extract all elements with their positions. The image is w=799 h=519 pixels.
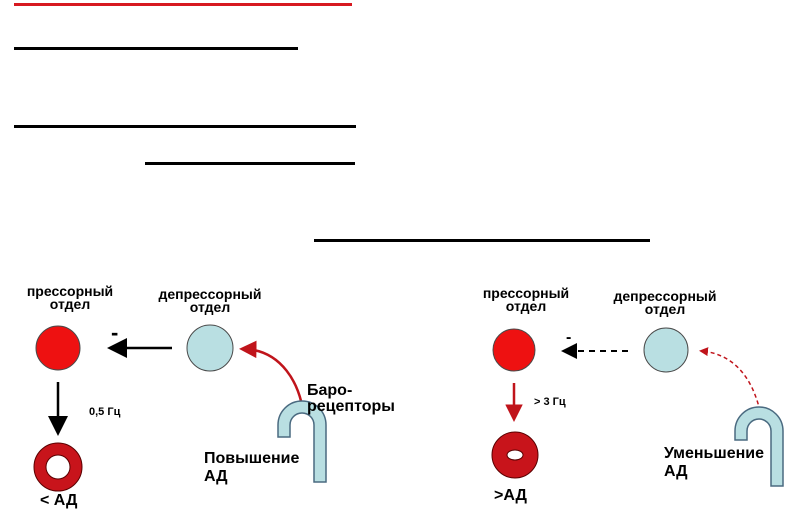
right-depressor-center [643,327,689,373]
left-pressor-label-line2: отдел [49,296,91,312]
underline-2 [14,125,356,128]
right-inhibit-sign: - [566,329,572,346]
right-receptor-signal-arrow [699,347,761,412]
left-pressor-label-line1: прессорный [26,283,114,299]
right-pressor-center [492,328,536,372]
top-accent-line [14,3,352,6]
right-depressor-label-line2: отдел [644,301,686,317]
right-result-label: >АД [494,487,527,504]
left-depressor-label-line1: депрессорный [158,286,262,302]
underline-4 [314,239,650,242]
right-pressor-label-line2: отдел [505,298,547,314]
underline-1 [14,47,298,50]
right-pressor-label: прессорный отдел [468,286,584,314]
right-pressure-change-line2: АД [664,463,688,480]
left-receptor-label-line2: рецепторы [307,398,395,415]
left-pressor-label: прессорный отдел [12,284,128,312]
right-depressor-label-line1: депрессорный [613,288,717,304]
left-pressor-center [35,325,81,371]
left-baroreceptor-icon [277,400,327,483]
left-depressor-center [186,324,234,372]
right-baroreceptor-icon [734,406,784,487]
left-pressure-change-line2: АД [204,468,228,485]
left-pressure-change-label: Повышение АД [204,450,299,486]
left-frequency-label: 0,5 Гц [89,406,121,418]
left-receptor-label-line1: Баро- [307,382,353,399]
left-pressure-change-line1: Повышение [204,450,300,467]
left-inhibit-sign: - [111,320,119,345]
left-result-label: < АД [40,492,78,509]
right-pressor-label-line1: прессорный [482,285,570,301]
right-frequency-label: > 3 Гц [534,396,566,408]
underline-3 [145,162,355,165]
right-pressure-change-label: Уменьшение АД [664,445,764,481]
left-depressor-label-line2: отдел [189,299,231,315]
right-pressure-change-line1: Уменьшение [664,445,765,462]
right-vessel-icon [491,431,539,479]
left-depressor-label: депрессорный отдел [145,287,275,315]
left-receptor-label: Баро- рецепторы [307,383,395,415]
right-depressor-label: депрессорный отдел [600,289,730,317]
left-vessel-icon [33,442,83,492]
